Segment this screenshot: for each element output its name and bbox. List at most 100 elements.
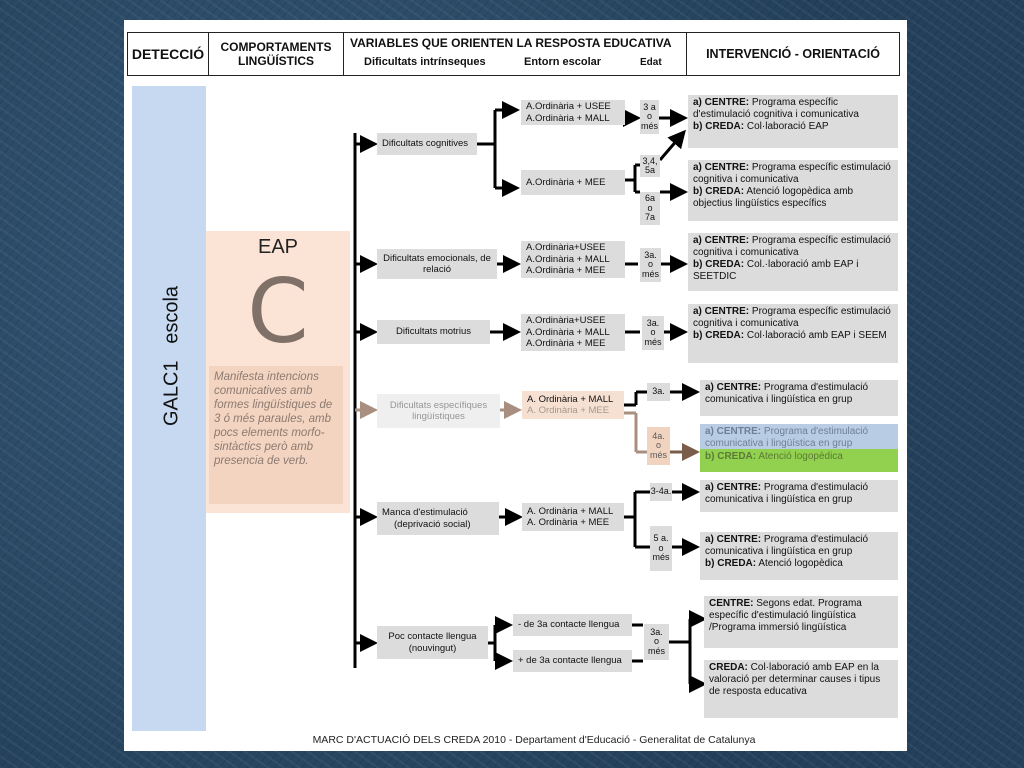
result-manca-1: a) CENTRE: Programa d'estimulació comuni… bbox=[700, 480, 898, 512]
age-line: més bbox=[640, 120, 658, 131]
category-dificultats-motrius: Dificultats motrius bbox=[377, 320, 490, 344]
age-line: o bbox=[655, 440, 661, 451]
result-mot: a) CENTRE: Programa específic estimulaci… bbox=[688, 304, 898, 363]
age-line: 3a. bbox=[652, 386, 665, 397]
entorn-cog-2: A.Ordinària + MEE bbox=[521, 170, 625, 195]
result-label: b) CREDA: bbox=[693, 330, 745, 341]
age-line: 3,4, bbox=[642, 155, 658, 166]
header-intervencio: INTERVENCIÓ - ORIENTACIÓ bbox=[706, 47, 880, 61]
result-label: a) CENTRE: bbox=[693, 162, 750, 173]
age-line: o bbox=[647, 202, 653, 213]
result-label: b) CREDA: bbox=[693, 259, 745, 270]
age-line: més bbox=[649, 449, 667, 460]
header-variables-cell: VARIABLES QUE ORIENTEN LA RESPOSTA EDUCA… bbox=[344, 33, 687, 75]
entorn-poc-2: + de 3a contacte llengua bbox=[513, 650, 632, 672]
header-comportaments: COMPORTAMENTS LINGÜÍSTICS bbox=[209, 33, 344, 75]
age-line: 4a. bbox=[652, 430, 665, 441]
age-line: o bbox=[650, 327, 656, 338]
entorn-esp: A. Ordinària + MALL A. Ordinària + MEE bbox=[522, 391, 624, 419]
category-manca-line2: (deprivació social) bbox=[394, 518, 471, 530]
age-line: 3-4a. bbox=[650, 486, 672, 497]
category-poc-line2: (nouvingut) bbox=[408, 642, 457, 654]
age-line: 3a. bbox=[646, 317, 660, 328]
footer-credit: MARC D'ACTUACIÓ DELS CREDA 2010 - Depart… bbox=[312, 734, 756, 746]
entorn-line: A.Ordinària + MALL bbox=[526, 112, 610, 124]
eap-description: Manifesta intencions comunicatives amb f… bbox=[209, 366, 343, 504]
result-label: CREDA: bbox=[709, 662, 748, 673]
entorn-line: A.Ordinària+USEE bbox=[526, 242, 606, 254]
entorn-line: A.Ordinària + USEE bbox=[526, 101, 611, 112]
header-edat: Edat bbox=[640, 57, 662, 68]
age-esp-a: 3a. bbox=[647, 383, 670, 401]
header-entorn: Entorn escolar bbox=[524, 56, 602, 68]
entorn-line: A.Ordinària + MALL bbox=[526, 253, 610, 265]
result-esp-1: a) CENTRE: Programa d'estimulació comuni… bbox=[700, 380, 898, 416]
result-text: Atenció logopèdica bbox=[758, 451, 843, 462]
age-cog-b: 3,4,5a bbox=[640, 155, 660, 177]
entorn-line: A. Ordinària + MEE bbox=[527, 517, 610, 528]
sidebar-galc1: GALC1 escola bbox=[132, 86, 206, 731]
age-line: 3a. bbox=[650, 626, 663, 637]
category-poc-line1: Poc contacte llengua bbox=[388, 631, 477, 642]
age-manca-a: 3-4a. bbox=[650, 483, 672, 501]
eap-letter: C bbox=[247, 260, 309, 363]
connector-lines bbox=[353, 101, 707, 693]
result-text: Programa d'estimulació comunicativa i li… bbox=[705, 534, 869, 557]
result-text: Programa específic estimulació cognitiva… bbox=[693, 162, 891, 185]
result-text: Col·laboració amb EAP i SEEM bbox=[746, 330, 887, 341]
result-label: a) CENTRE: bbox=[705, 382, 762, 393]
entorn-manca: A. Ordinària + MALL A. Ordinària + MEE bbox=[522, 503, 624, 531]
result-label: a) CENTRE: bbox=[705, 534, 762, 545]
age-line: més bbox=[647, 645, 665, 656]
header-variables: VARIABLES QUE ORIENTEN LA RESPOSTA EDUCA… bbox=[350, 36, 672, 50]
result-label: b) CREDA: bbox=[693, 121, 745, 132]
age-line: o bbox=[646, 111, 652, 122]
category-poc-contacte: Poc contacte llengua (nouvingut) bbox=[377, 626, 488, 659]
entorn-mot: A.Ordinària+USEE A.Ordinària + MALL A.Or… bbox=[521, 314, 625, 351]
result-label: CENTRE: bbox=[709, 598, 754, 609]
result-text: Programa específic estimulació cognitiva… bbox=[693, 306, 891, 329]
age-line: més bbox=[641, 268, 659, 279]
result-label: b) CREDA: bbox=[693, 186, 745, 197]
result-text: Segons edat. Programa específic d'estimu… bbox=[709, 598, 862, 633]
result-label: a) CENTRE: bbox=[693, 306, 750, 317]
age-line: 6a bbox=[644, 193, 655, 204]
entorn-emo: A.Ordinària+USEE A.Ordinària + MALL A.Or… bbox=[521, 241, 625, 278]
header-deteccio: DETECCIÓ bbox=[128, 33, 209, 75]
age-line: més bbox=[644, 336, 662, 347]
entorn-poc-1: - de 3a contacte llengua bbox=[513, 614, 632, 636]
result-poc-creda: CREDA: Col·laboració amb EAP en la valor… bbox=[704, 660, 898, 718]
entorn-line: A.Ordinària + MEE bbox=[526, 338, 606, 350]
age-line: 7a bbox=[644, 212, 655, 223]
result-cog-2: a) CENTRE: Programa específic estimulaci… bbox=[688, 160, 898, 221]
entorn-line: A.Ordinària + MALL bbox=[526, 326, 610, 338]
result-label: a) CENTRE: bbox=[693, 235, 750, 246]
result-cog-1: a) CENTRE: Programa específic d'estimula… bbox=[688, 95, 898, 148]
result-text: Programa específic estimulació cognitiva… bbox=[693, 235, 891, 258]
age-line: 3a. bbox=[644, 249, 657, 260]
entorn-line: A. Ordinària + MEE bbox=[527, 405, 610, 416]
result-emo: a) CENTRE: Programa específic estimulaci… bbox=[688, 233, 898, 291]
entorn-cog-1: A.Ordinària + USEE A.Ordinària + MALL bbox=[521, 100, 625, 125]
result-text: Atenció logopèdica amb objectius lingüís… bbox=[693, 186, 854, 209]
result-text: Col.·laboració amb EAP i SEETDIC bbox=[693, 259, 859, 282]
result-text: Atenció logopèdica bbox=[758, 558, 843, 569]
entorn-line: A.Ordinària + MEE bbox=[526, 176, 606, 188]
result-esp-2-centre: a) CENTRE: Programa d'estimulació comuni… bbox=[700, 424, 898, 449]
header-dificultats: Dificultats intrínseques bbox=[364, 56, 486, 68]
result-esp-2-creda: b) CREDA: Atenció logopèdica bbox=[700, 449, 898, 472]
age-line: o bbox=[658, 542, 664, 553]
age-line: o bbox=[653, 636, 659, 647]
result-label: a) CENTRE: bbox=[705, 482, 762, 493]
result-poc-centre: CENTRE: Segons edat. Programa específic … bbox=[704, 596, 898, 648]
result-text: Programa d'estimulació comunicativa i li… bbox=[705, 426, 869, 449]
result-text: Programa específic d'estimulació cogniti… bbox=[693, 97, 859, 120]
result-text: Programa d'estimulació comunicativa i li… bbox=[705, 482, 869, 505]
category-manca-line1: Manca d'estimulació bbox=[382, 507, 468, 518]
age-line: o bbox=[647, 259, 653, 270]
